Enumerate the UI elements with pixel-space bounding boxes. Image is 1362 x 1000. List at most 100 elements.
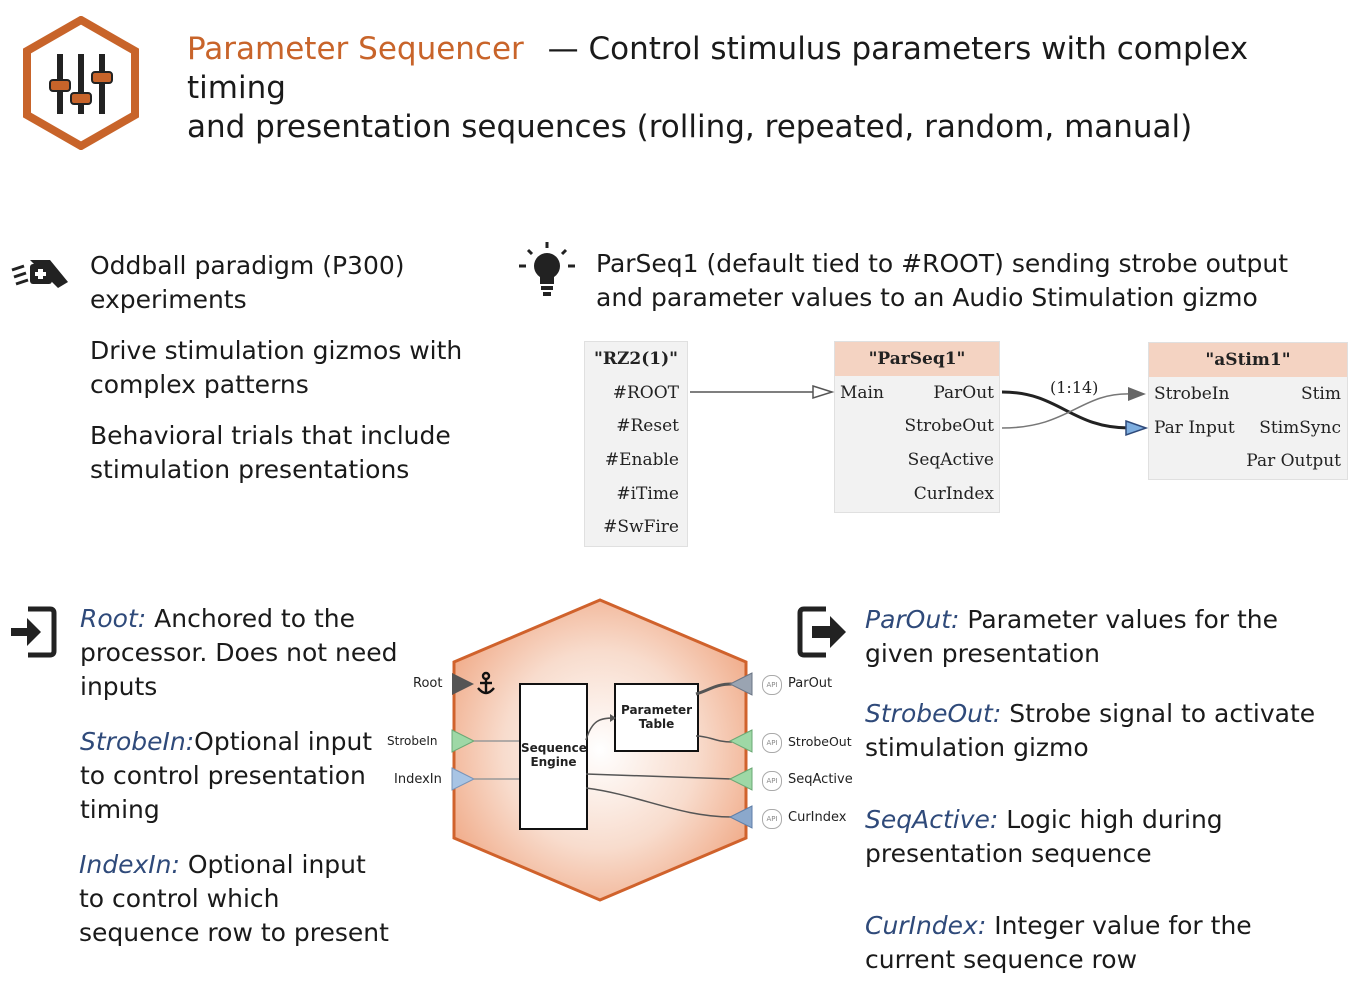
indexin-desc-line: sequence row to present [79, 918, 389, 947]
parseq-output-port: ParOut [933, 383, 994, 403]
root-desc-line: processor. Does not need [80, 638, 398, 667]
rz2-port: #Reset [616, 416, 679, 436]
curindex-desc-label: CurIndex: [865, 911, 987, 940]
parout-desc-line: Parameter values for the [967, 605, 1278, 634]
syringe-icon [11, 260, 68, 288]
seqactive-desc-line: presentation sequence [865, 839, 1152, 868]
seqactive-port-label: SeqActive [788, 772, 853, 787]
lightbulb-icon [519, 242, 575, 296]
title-subtitle-line2: and presentation sequences (rolling, rep… [187, 109, 1193, 145]
strobein-desc-line: Optional input [194, 727, 373, 756]
rz2-title: "RZ2(1)" [585, 342, 687, 376]
parseq-node: "ParSeq1" Main ParOut StrobeOut SeqActiv… [834, 341, 1000, 513]
engine-line: Engine [530, 755, 577, 769]
parout-desc-line: given presentation [865, 639, 1101, 668]
strobeout-desc-line: stimulation gizmo [865, 733, 1089, 762]
root-port-label: Root [413, 676, 443, 691]
strobeout-to-strobein-link [1001, 393, 1133, 429]
sequence-engine-box: Sequence Engine [519, 683, 588, 830]
rz2-port: #SwFire [603, 517, 679, 537]
parout-port-label: ParOut [788, 676, 833, 691]
table-line: Table [638, 717, 675, 731]
example-connections [690, 384, 1149, 437]
use-item-text: Behavioral trials that include [90, 421, 451, 450]
indexin-desc-line: to control which [79, 884, 280, 913]
parseq-output-port: SeqActive [907, 450, 994, 470]
use-item-drive: Drive stimulation gizmos with complex pa… [90, 334, 510, 402]
use-item-behavioral: Behavioral trials that include stimulati… [90, 419, 510, 487]
sign-in-icon [11, 606, 57, 658]
rz2-port: #iTime [616, 484, 679, 504]
use-item-text: experiments [90, 285, 247, 314]
seqactive-desc-line: Logic high during [1006, 805, 1223, 834]
root-input-triangle [452, 673, 474, 695]
astim-node: "aStim1" StrobeIn Par Input Stim StimSyn… [1148, 342, 1348, 480]
curindex-desc-line: current sequence row [865, 945, 1138, 974]
parout-output-triangle [728, 672, 753, 696]
parout-desc-label: ParOut: [865, 605, 960, 634]
strobeout-desc-line: Strobe signal to activate [1009, 699, 1316, 728]
use-item-text: stimulation presentations [90, 455, 410, 484]
main-arrowhead [812, 384, 835, 400]
use-item-oddball: Oddball paradigm (P300) experiments [90, 249, 510, 317]
curindex-description: CurIndex: Integer value for the current … [865, 909, 1345, 977]
strobein-input-triangle [451, 729, 476, 753]
astim-output-port: StimSync [1259, 418, 1341, 438]
indexin-input-triangle [451, 767, 476, 791]
use-item-text: Drive stimulation gizmos with [90, 336, 463, 365]
seqactive-description: SeqActive: Logic high during presentatio… [865, 803, 1345, 871]
astim-input-port: StrobeIn [1154, 384, 1230, 404]
use-item-text: Oddball paradigm (P300) [90, 251, 405, 280]
sliders-hexagon-icon [23, 16, 139, 150]
api-badge: API [762, 809, 782, 829]
api-badge: API [762, 771, 782, 791]
indexin-port-label: IndexIn [394, 772, 442, 787]
curindex-output-triangle [728, 805, 753, 829]
rz2-port: #Enable [604, 450, 679, 470]
indexin-desc-line: Optional input [187, 850, 366, 879]
parseq-output-port: StrobeOut [904, 416, 995, 436]
title-dash: — [547, 31, 579, 67]
curindex-port-label: CurIndex [788, 810, 847, 825]
parameter-table-box: Parameter Table [614, 683, 699, 752]
parout-to-parinput-link [1001, 390, 1131, 430]
strobeout-description: StrobeOut: Strobe signal to activate sti… [865, 697, 1355, 765]
root-desc-label: Root: [80, 604, 147, 633]
uses-list: Oddball paradigm (P300) experiments Driv… [90, 249, 510, 487]
astim-output-port: Stim [1300, 384, 1341, 404]
link-label: (1:14) [1050, 378, 1099, 397]
page-title: Parameter Sequencer — Control stimulus p… [187, 30, 1347, 147]
curindex-desc-line: Integer value for the [994, 911, 1252, 940]
root-description: Root: Anchored to the processor. Does no… [80, 602, 420, 704]
title-subtitle-line1: Control stimulus parameters with complex… [187, 31, 1249, 106]
strobein-port-label: StrobeIn [387, 734, 438, 748]
hint-line: ParSeq1 (default tied to #ROOT) sending … [596, 249, 1289, 278]
root-desc-line: inputs [80, 672, 158, 701]
parseq-output-port: CurIndex [913, 484, 994, 504]
parseq-title: "ParSeq1" [835, 342, 999, 376]
gizmo-wiring [451, 671, 753, 829]
strobeout-port-label: StrobeOut [788, 734, 852, 749]
astim-output-port: Par Output [1246, 451, 1341, 471]
use-item-text: complex patterns [90, 370, 309, 399]
api-badge: API [762, 733, 782, 753]
engine-line: Sequence [521, 741, 587, 755]
strobeout-output-triangle [728, 729, 753, 753]
api-badge: API [762, 675, 782, 695]
indexin-desc-label: IndexIn: [79, 850, 180, 879]
strobein-desc-label: StrobeIn: [80, 727, 195, 756]
parinput-arrowhead [1125, 419, 1149, 437]
hint-text: ParSeq1 (default tied to #ROOT) sending … [596, 247, 1316, 315]
title-name: Parameter Sequencer [187, 31, 524, 67]
rz2-port: #ROOT [612, 383, 679, 403]
strobein-arrowhead [1128, 387, 1146, 401]
astim-title: "aStim1" [1149, 343, 1347, 377]
rz2-node: "RZ2(1)" #ROOT #Reset #Enable #iTime #Sw… [584, 341, 688, 547]
indexin-description: IndexIn: Optional input to control which… [79, 848, 409, 950]
anchor-icon [477, 671, 495, 695]
hint-line: and parameter values to an Audio Stimula… [596, 283, 1258, 312]
seqactive-output-triangle [728, 767, 753, 791]
table-line: Parameter [620, 703, 693, 717]
seqactive-desc-label: SeqActive: [865, 805, 999, 834]
parseq-input-port: Main [840, 383, 884, 403]
